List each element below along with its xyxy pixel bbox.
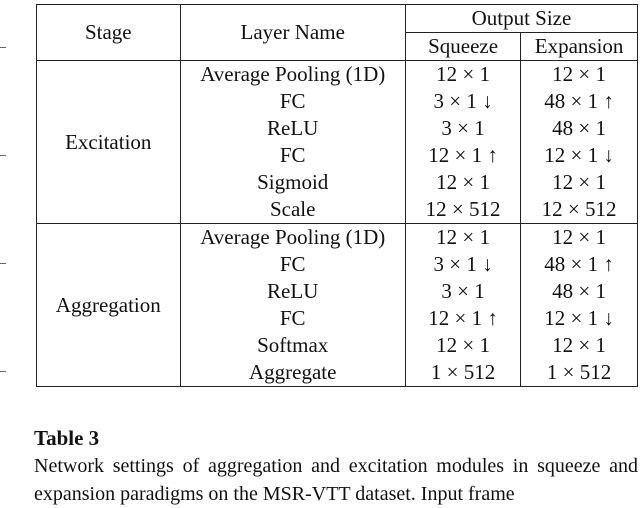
layer-name-cell: FC bbox=[180, 88, 406, 115]
expansion-cell: 12 × 1 ↓ bbox=[520, 305, 638, 332]
header-squeeze: Squeeze bbox=[405, 32, 522, 61]
margin-tick bbox=[0, 155, 6, 156]
expansion-cell: 48 × 1 ↑ bbox=[520, 88, 638, 115]
expansion-cell: 12 × 1 bbox=[520, 169, 638, 196]
header-stage: Stage bbox=[36, 4, 181, 61]
margin-tick bbox=[0, 371, 6, 372]
expansion-cell: 12 × 1 bbox=[520, 332, 638, 359]
squeeze-cell: 12 × 1 bbox=[405, 169, 522, 196]
layer-name-cell: FC bbox=[180, 305, 406, 332]
squeeze-cell: 1 × 512 bbox=[405, 359, 522, 387]
squeeze-cell: 12 × 1 bbox=[405, 332, 522, 359]
expansion-cell: 48 × 1 ↑ bbox=[520, 251, 638, 278]
squeeze-cell: 12 × 1 ↑ bbox=[405, 305, 522, 332]
header-layer-name: Layer Name bbox=[180, 4, 406, 61]
expansion-cell: 48 × 1 bbox=[520, 278, 638, 305]
expansion-cell: 12 × 1 bbox=[520, 60, 638, 88]
squeeze-cell: 12 × 1 bbox=[405, 60, 522, 88]
stage-cell: Excitation bbox=[36, 60, 181, 224]
table-caption: Table 3 Network settings of aggregation … bbox=[34, 424, 638, 508]
expansion-cell: 1 × 512 bbox=[520, 359, 638, 387]
expansion-cell: 12 × 512 bbox=[520, 196, 638, 224]
squeeze-cell: 12 × 512 bbox=[405, 196, 522, 224]
layer-name-cell: ReLU bbox=[180, 115, 406, 142]
margin-tick bbox=[0, 47, 6, 48]
layer-name-cell: Scale bbox=[180, 196, 406, 224]
layer-name-cell: Average Pooling (1D) bbox=[180, 60, 406, 88]
network-settings-table: Stage Layer Name Output Size Squeeze Exp… bbox=[36, 4, 639, 387]
squeeze-cell: 3 × 1 bbox=[405, 278, 522, 305]
squeeze-cell: 3 × 1 ↓ bbox=[405, 251, 522, 278]
layer-name-cell: FC bbox=[180, 251, 406, 278]
layer-name-cell: Sigmoid bbox=[180, 169, 406, 196]
caption-title: Table 3 bbox=[34, 426, 100, 450]
layer-name-cell: FC bbox=[180, 142, 406, 169]
layer-name-cell: Aggregate bbox=[180, 359, 406, 387]
layer-name-cell: Average Pooling (1D) bbox=[180, 223, 406, 251]
squeeze-cell: 3 × 1 bbox=[405, 115, 522, 142]
layer-name-cell: Softmax bbox=[180, 332, 406, 359]
layer-name-cell: ReLU bbox=[180, 278, 406, 305]
caption-text: Network settings of aggregation and exci… bbox=[34, 455, 638, 505]
stage-cell: Aggregation bbox=[36, 223, 181, 387]
header-output-size: Output Size bbox=[405, 4, 639, 33]
squeeze-cell: 12 × 1 ↑ bbox=[405, 142, 522, 169]
expansion-cell: 48 × 1 bbox=[520, 115, 638, 142]
squeeze-cell: 12 × 1 bbox=[405, 223, 522, 251]
expansion-cell: 12 × 1 bbox=[520, 223, 638, 251]
expansion-cell: 12 × 1 ↓ bbox=[520, 142, 638, 169]
squeeze-cell: 3 × 1 ↓ bbox=[405, 88, 522, 115]
margin-tick bbox=[0, 263, 6, 264]
header-expansion: Expansion bbox=[520, 32, 638, 61]
